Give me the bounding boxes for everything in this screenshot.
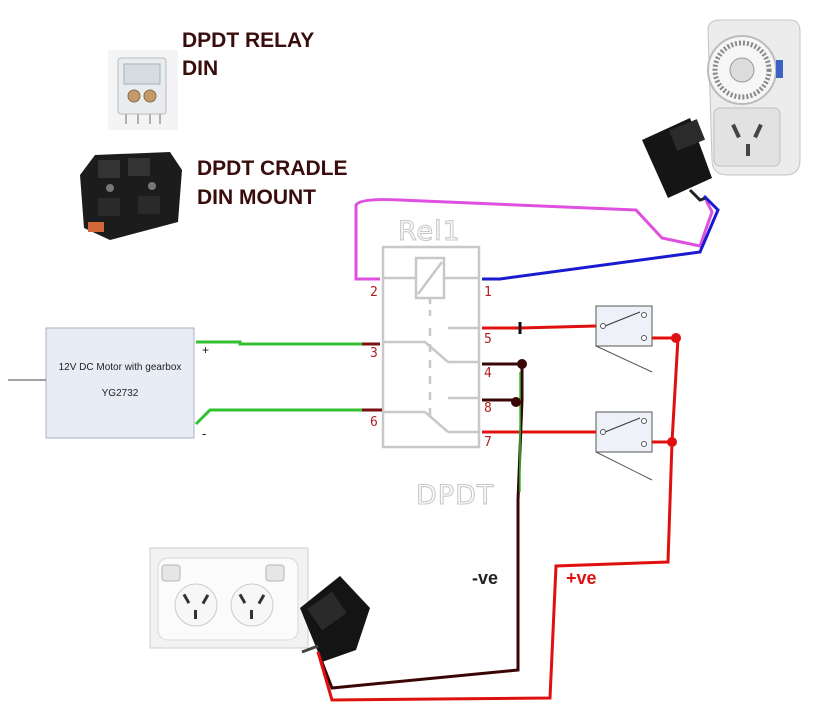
relay-photo-label-line1: DPDT RELAY xyxy=(182,29,314,52)
blue-wire xyxy=(482,194,720,281)
pin-3: 3 xyxy=(370,346,378,361)
upper-switch-icon xyxy=(595,305,653,373)
pin-2: 2 xyxy=(370,285,378,300)
pin-6: 6 xyxy=(370,415,378,430)
outlet-plug-adapter-icon xyxy=(300,576,370,662)
negative-supply-wire xyxy=(316,364,524,690)
motor-block xyxy=(8,327,195,439)
positive-supply-label: +ve xyxy=(566,568,597,588)
mechanical-timer-icon xyxy=(707,19,801,176)
motor-label: 12V DC Motor with gearbox xyxy=(59,362,182,373)
pin-4: 4 xyxy=(484,366,492,381)
junction-upper-switch xyxy=(671,333,681,343)
wall-outlet-icon xyxy=(149,547,309,649)
relay-symbol xyxy=(381,245,481,449)
pin-7: 7 xyxy=(484,435,492,450)
switch-positive-link xyxy=(652,336,680,444)
timer-plug-adapter-icon xyxy=(642,118,712,202)
motor-positive-wire xyxy=(196,340,380,346)
magenta-wire xyxy=(354,198,714,281)
junction-pin8 xyxy=(511,397,521,407)
negative-supply-label: -ve xyxy=(472,568,498,588)
pin-8: 8 xyxy=(484,401,492,416)
junction-pin4 xyxy=(517,359,527,369)
motor-minus-label: - xyxy=(202,426,206,441)
relay-photo-icon xyxy=(108,50,178,130)
relay-photo-label-line2: DIN xyxy=(182,57,218,80)
cradle-photo-label-line1: DPDT CRADLE xyxy=(197,157,348,180)
pin5-red-wire xyxy=(482,324,597,330)
pin-1: 1 xyxy=(484,285,492,300)
relay-name: Rel1 xyxy=(398,216,461,247)
relay-type: DPDT xyxy=(416,480,494,511)
motor-plus-label: + xyxy=(202,343,209,357)
motor-model: YG2732 xyxy=(102,388,139,399)
cradle-photo-label-line2: DIN MOUNT xyxy=(197,186,316,209)
junction-lower-switch xyxy=(667,437,677,447)
pin-5: 5 xyxy=(484,332,492,347)
positive-supply-wire xyxy=(316,441,674,702)
din-cradle-photo-icon xyxy=(80,152,182,240)
motor-negative-wire xyxy=(194,408,362,426)
lower-switch-icon xyxy=(595,411,653,481)
